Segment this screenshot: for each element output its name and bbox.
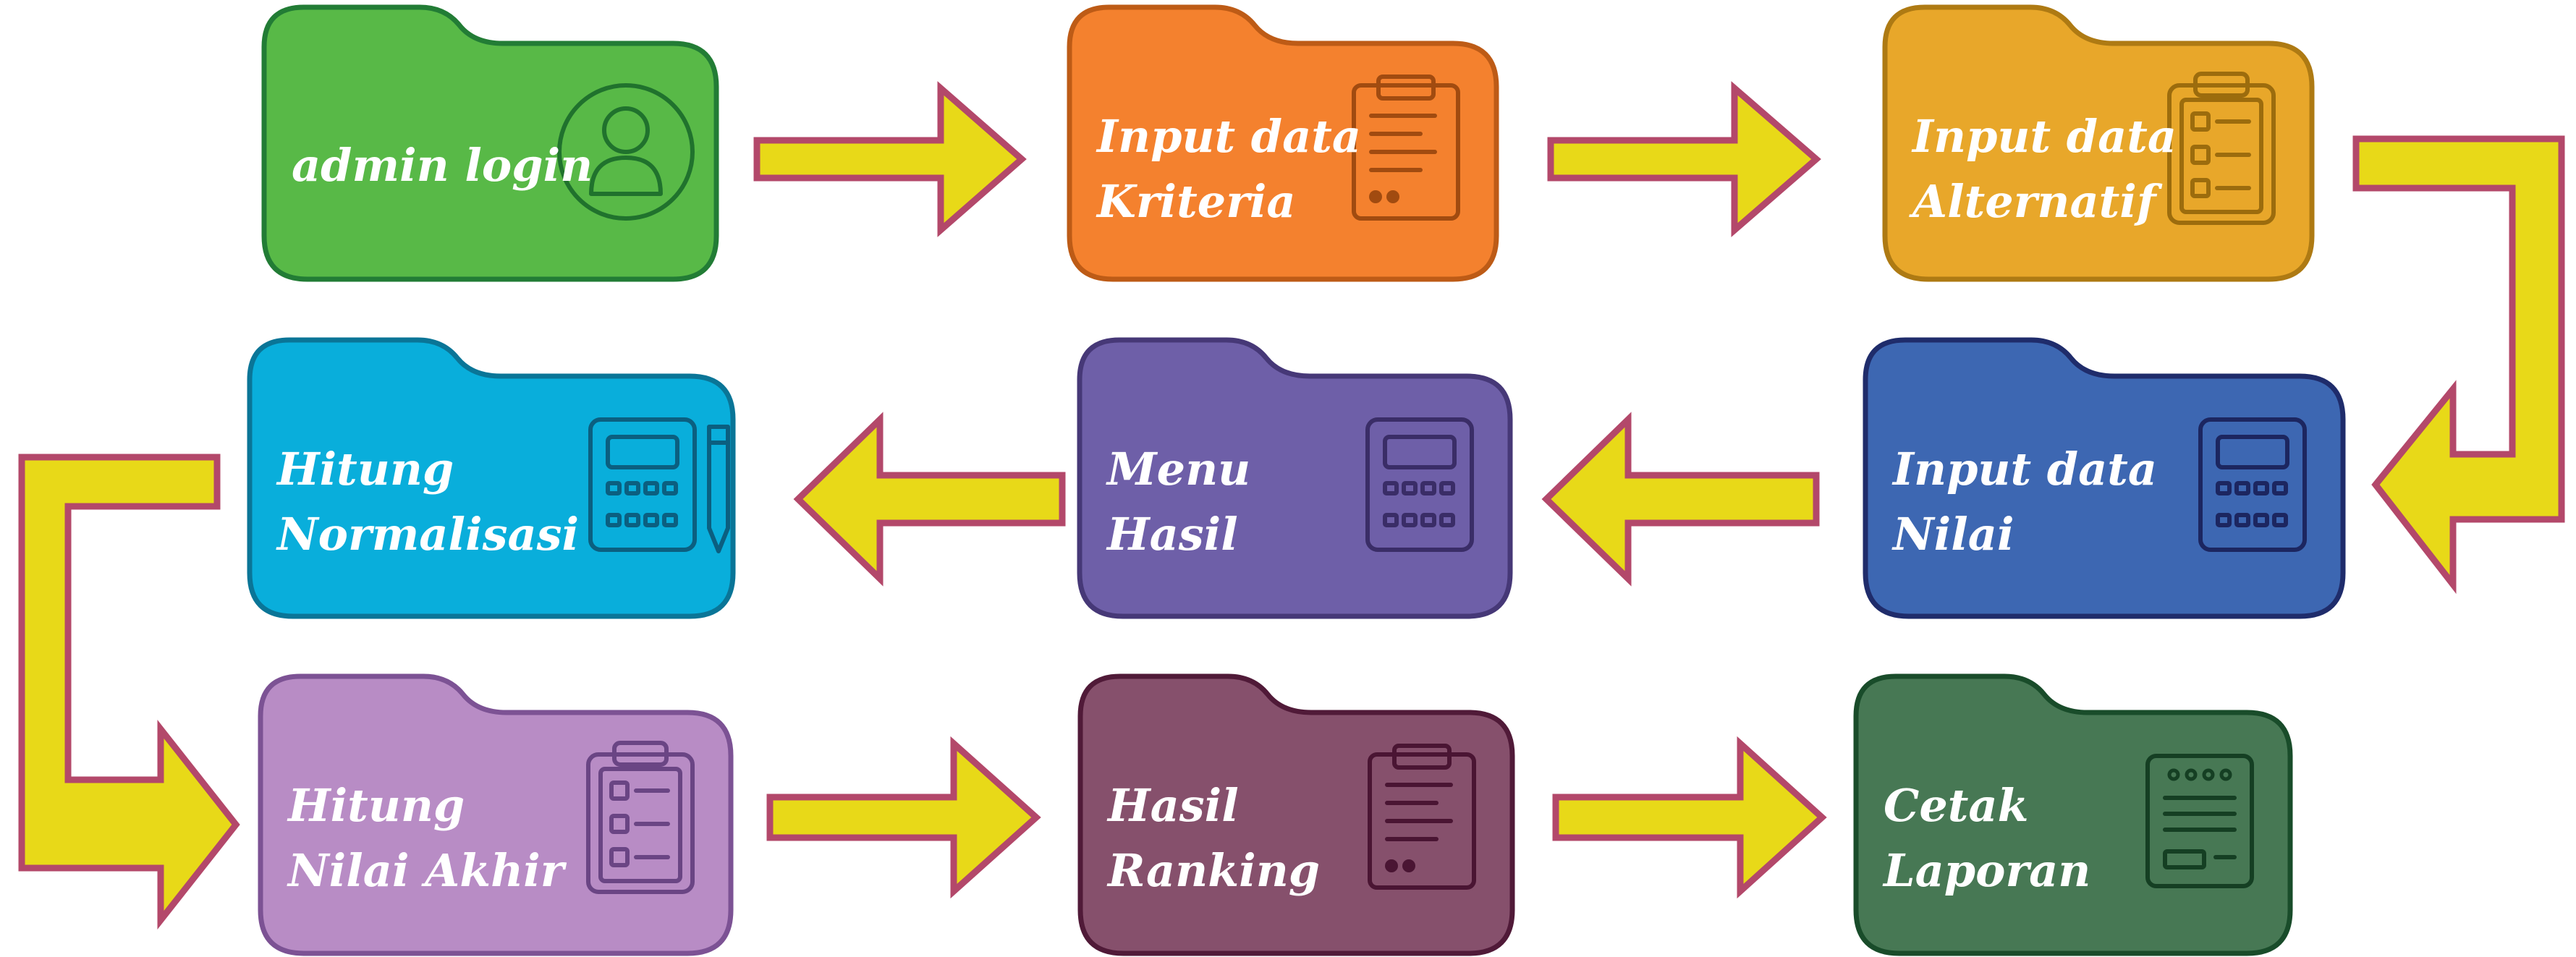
step-label-line2: Laporan [1882,844,2090,897]
clipboard-document-icon [1352,75,1460,221]
clipboard-document-icon [1368,744,1476,890]
arrow-right-4 [1552,736,1827,899]
arrow-right-3 [766,736,1041,899]
arrow-elbow-left-down [18,454,240,930]
step-label-line1: Input data [1096,110,1361,163]
arrow-left-2 [793,412,1066,587]
step-label-line1: Cetak [1884,779,2029,832]
calculator-icon [1365,417,1474,552]
arrow-left-1 [1541,412,1820,587]
folder-box [261,4,719,282]
folder-box [1863,337,2346,619]
step-label-line1: Menu [1106,443,1250,495]
clipboard-checklist-icon [2167,72,2276,225]
step-label-line2: Hasil [1106,508,1238,561]
step-label-line1: admin login [292,139,593,192]
clipboard-checklist-icon [586,741,695,894]
step-label-line2: Nilai Akhir [287,844,567,897]
step-label-line1: Hitung [276,443,454,495]
step-label-line2: Alternatif [1909,175,2163,228]
arrow-right-1 [753,81,1027,237]
folder-box [1077,337,1513,619]
user-icon [557,83,695,221]
calculator-icon [2198,417,2307,552]
step-label-line2: Kriteria [1096,175,1296,228]
calculator-pen-icon [588,417,730,553]
step-admin-login: admin login [261,4,719,282]
report-document-icon [2145,754,2254,888]
arrow-right-2 [1547,81,1821,237]
folder-box [247,337,736,619]
arrow-elbow-right-down [2352,135,2565,595]
step-label-line2: Normalisasi [276,508,579,561]
step-label-line2: Nilai [1891,508,2014,561]
step-label-line1: Hitung [287,779,465,832]
step-label-line1: Hasil [1106,779,1239,832]
step-label-line1: Input data [1911,110,2177,163]
step-label-line1: Input data [1891,443,2157,495]
step-label-line2: Ranking [1106,844,1320,897]
